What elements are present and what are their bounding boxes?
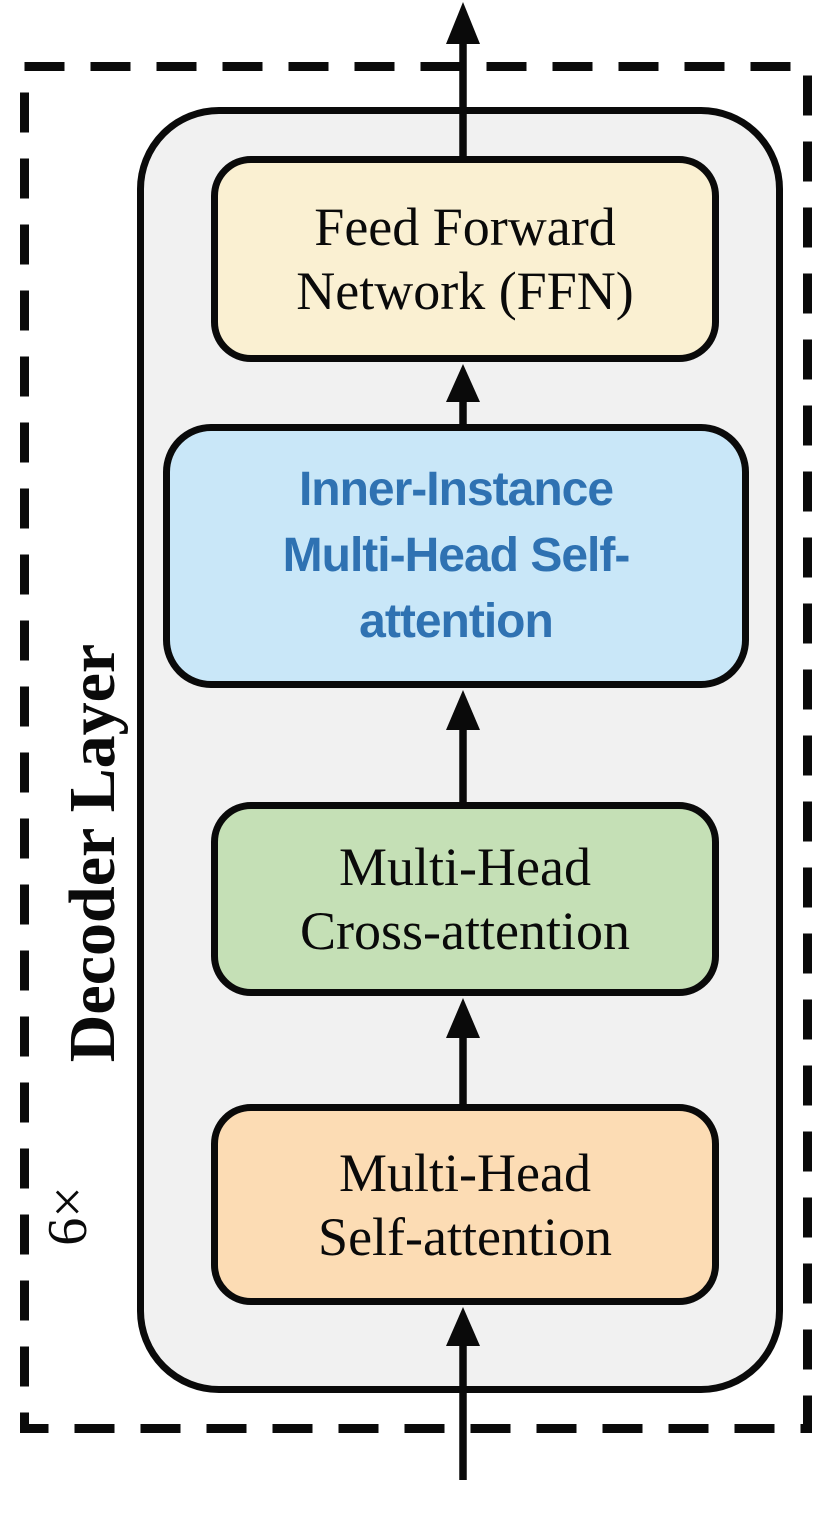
block-multi-head-cross-attention: Multi-Head Cross-attention [211,802,719,996]
block-label-line: Multi-Head [339,1142,591,1203]
block-inner-instance-multi-head-self-attention: Inner-Instance Multi-Head Self- attentio… [163,424,749,688]
block-feed-forward-network: Feed Forward Network (FFN) [211,156,719,362]
block-label-line: Cross-attention [300,901,630,961]
block-label-line: Feed Forward [314,197,616,257]
block-label-line: Multi-Head Self- [282,529,631,582]
block-multi-head-self-attention: Multi-Head Self-attention [211,1104,719,1305]
block-label-line: Network (FFN) [296,261,634,321]
block-label-line: attention [359,595,554,648]
block-label-line: Inner-Instance [298,463,614,516]
decoder-layer-label: Decoder Layer [56,643,129,1063]
block-label-line: Multi-Head [339,837,591,897]
repeat-count-label: 6× [37,1186,99,1246]
block-label-line: Self-attention [318,1206,612,1267]
